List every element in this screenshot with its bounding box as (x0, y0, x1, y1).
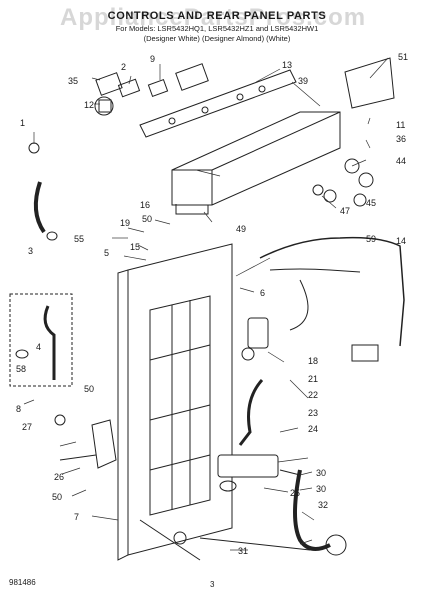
part-1-label: 1 (20, 118, 25, 128)
part-24-label: 24 (308, 424, 318, 434)
part-7-label: 7 (74, 512, 79, 522)
part-50b-label: 50 (84, 384, 94, 394)
part-8-label: 8 (16, 404, 21, 414)
part-5-label: 5 (104, 248, 109, 258)
part-labels: 1 2 3 4 5 6 7 8 9 11 12 13 14 15 16 18 1… (16, 52, 408, 556)
part-9-label: 9 (150, 54, 155, 64)
part-30b-label: 30 (316, 484, 326, 494)
part-14-label: 14 (396, 236, 406, 246)
control-panel (171, 111, 341, 215)
diagram-title: CONTROLS AND REAR PANEL PARTS (107, 10, 327, 22)
part-15-label: 15 (130, 242, 140, 252)
part-50c-label: 50 (52, 492, 62, 502)
part-36-label: 36 (396, 134, 406, 144)
part-11-label: 11 (396, 120, 405, 130)
drain-hose (199, 469, 347, 556)
document-code: 981486 (9, 578, 36, 587)
part-21-label: 21 (308, 374, 318, 384)
part-32-label: 32 (318, 500, 328, 510)
part-55-label: 55 (74, 234, 84, 244)
console-trim-strip (139, 69, 297, 138)
part-27-label: 27 (22, 422, 32, 432)
part-39-label: 39 (298, 76, 308, 86)
rear-panel (117, 243, 233, 561)
part-3-label: 3 (28, 246, 33, 256)
switch-parts (94, 63, 209, 116)
part-30-label: 30 (316, 468, 326, 478)
fill-hose (28, 142, 58, 241)
part-16-label: 16 (140, 200, 150, 210)
wiring-harness (259, 236, 405, 362)
part-23-label: 23 (308, 408, 318, 418)
part-2-label: 2 (121, 62, 126, 72)
part-26-label: 26 (54, 472, 64, 482)
part-19-label: 19 (120, 218, 130, 228)
inlet-hose-kit (9, 293, 73, 387)
part-31-label: 31 (238, 546, 248, 556)
part-4-label: 4 (36, 342, 41, 352)
part-51-label: 51 (398, 52, 408, 62)
water-valve-assembly (217, 317, 301, 492)
watermark: AppliancePartsPros.com (60, 4, 367, 31)
leader-lines (23, 57, 389, 551)
part-44-label: 44 (396, 156, 406, 166)
page-number: 3 (210, 580, 215, 589)
part-49-label: 49 (236, 224, 246, 234)
part-12-label: 12 (84, 100, 94, 110)
console-end-cap (312, 57, 395, 207)
part-18-label: 18 (308, 356, 318, 366)
part-35-label: 35 (68, 76, 78, 86)
color-variants: (Designer White) (Designer Almond) (Whit… (143, 34, 291, 43)
part-45-label: 45 (366, 198, 376, 208)
part-50a-label: 50 (142, 214, 152, 224)
part-47-label: 47 (340, 206, 350, 216)
part-25-label: 25 (290, 488, 300, 498)
part-22-label: 22 (308, 390, 318, 400)
part-6-label: 6 (260, 288, 265, 298)
part-13-label: 13 (282, 60, 292, 70)
part-58-label: 58 (16, 364, 26, 374)
model-numbers: For Models: LSR5432HQ1, LSR5432HZ1 and L… (115, 24, 319, 33)
part-59-label: 59 (366, 234, 376, 244)
pump-bracket (54, 414, 117, 469)
